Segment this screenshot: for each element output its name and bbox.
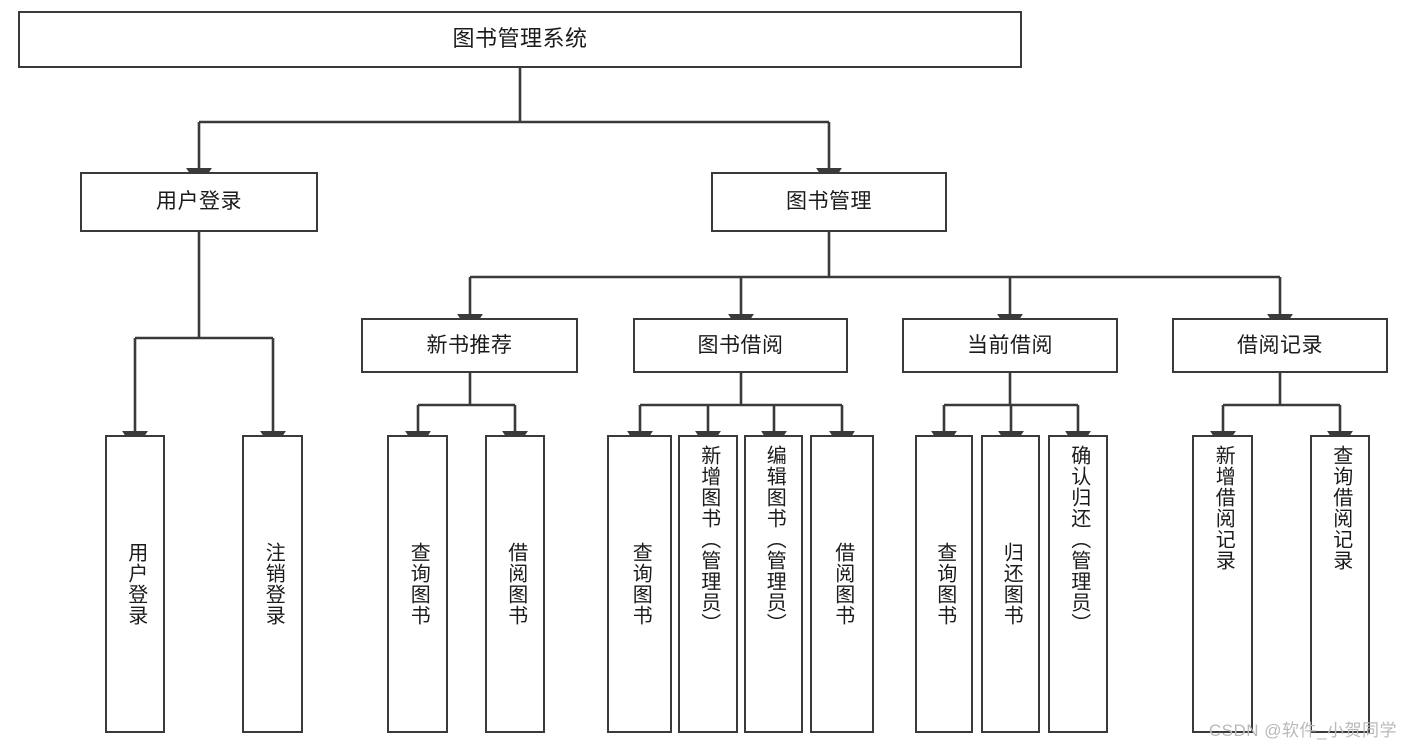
node-label: 查询借阅记录 (1329, 445, 1352, 571)
node-label: 归还图书 (1000, 542, 1023, 626)
node-label: 借阅图书 (831, 542, 854, 626)
node-label: 注销登录 (262, 542, 285, 626)
node-new-book-rec[interactable]: 新书推荐 (361, 318, 578, 373)
node-label: 确认归还（管理员） (1067, 445, 1090, 634)
node-label: 当前借阅 (967, 333, 1053, 357)
node-leaf-borrow-book-rec[interactable]: 借阅图书 (485, 435, 545, 733)
node-label: 用户登录 (124, 542, 147, 626)
watermark-text: CSDN @软件_小贺同学 (1208, 721, 1397, 740)
node-label: 新书推荐 (426, 333, 513, 357)
node-leaf-return-book[interactable]: 归还图书 (981, 435, 1040, 733)
node-label: 图书管理 (786, 190, 872, 214)
node-leaf-query-book-bb[interactable]: 查询图书 (607, 435, 672, 733)
node-leaf-confirm-return[interactable]: 确认归还（管理员） (1048, 435, 1108, 733)
node-book-borrow[interactable]: 图书借阅 (633, 318, 848, 373)
node-label: 借阅图书 (504, 542, 527, 626)
node-label: 借阅记录 (1237, 333, 1323, 357)
node-user-login[interactable]: 用户登录 (80, 172, 318, 232)
node-label: 图书借阅 (697, 333, 784, 357)
node-leaf-query-book-cb[interactable]: 查询图书 (915, 435, 973, 733)
node-label: 用户登录 (156, 190, 242, 214)
node-label: 新增图书（管理员） (697, 445, 720, 634)
node-leaf-user-logout[interactable]: 注销登录 (242, 435, 303, 733)
node-leaf-add-book[interactable]: 新增图书（管理员） (678, 435, 738, 733)
node-label: 查询图书 (629, 542, 652, 626)
node-leaf-add-record[interactable]: 新增借阅记录 (1192, 435, 1253, 733)
node-current-borrow[interactable]: 当前借阅 (902, 318, 1118, 373)
node-leaf-query-record[interactable]: 查询借阅记录 (1310, 435, 1370, 733)
node-leaf-edit-book[interactable]: 编辑图书（管理员） (744, 435, 803, 733)
node-borrow-record[interactable]: 借阅记录 (1172, 318, 1388, 373)
node-leaf-query-book-rec[interactable]: 查询图书 (387, 435, 448, 733)
node-label: 图书管理系统 (452, 26, 588, 52)
node-label: 新增借阅记录 (1212, 445, 1235, 571)
node-label: 查询图书 (933, 542, 956, 626)
node-root[interactable]: 图书管理系统 (18, 11, 1022, 68)
node-label: 查询图书 (407, 542, 430, 626)
node-leaf-user-login[interactable]: 用户登录 (105, 435, 165, 733)
node-book-manage[interactable]: 图书管理 (711, 172, 947, 232)
node-leaf-borrow-book-bb[interactable]: 借阅图书 (810, 435, 874, 733)
node-label: 编辑图书（管理员） (763, 445, 786, 634)
